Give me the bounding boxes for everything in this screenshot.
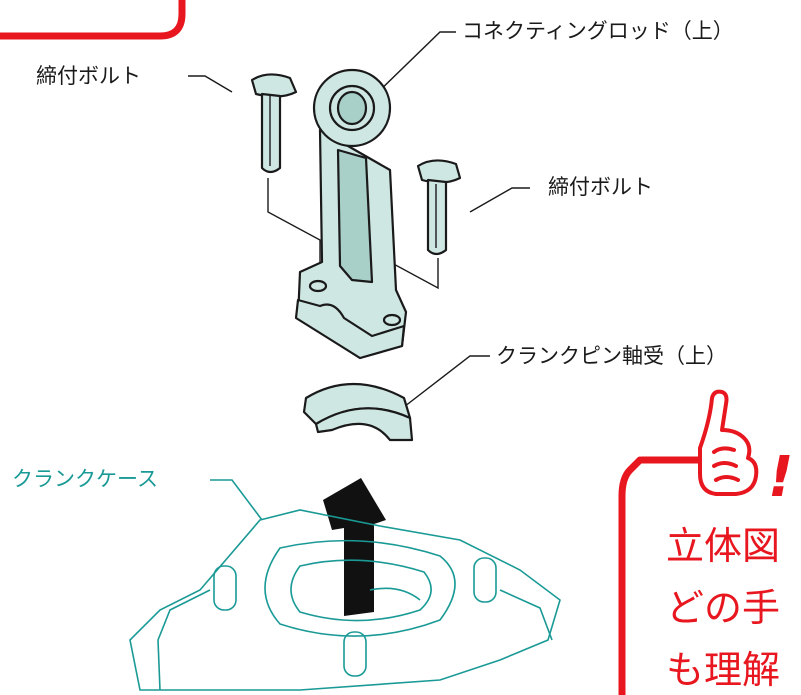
callout-frame	[618, 456, 644, 695]
bolt-guide-left	[267, 178, 321, 276]
label-bearing-upper: クランクピン軸受（上）	[496, 344, 727, 368]
label-conrod-upper: コネクティングロッド（上）	[462, 19, 734, 43]
top-red-frame	[0, 0, 186, 40]
label-bolt-left: 締付ボルト	[36, 64, 141, 88]
conrod-upper	[294, 68, 408, 360]
leader-conrod	[371, 31, 456, 99]
callout-mark: !	[768, 445, 794, 510]
leader-bolt-left	[188, 75, 233, 93]
callout-line-2: どの手	[666, 586, 781, 630]
leader-bearing	[399, 355, 490, 411]
bolt-left	[250, 73, 298, 174]
callout-line-1: 立体図	[666, 524, 781, 568]
bolt-right	[416, 159, 462, 256]
teal-leader-crankcase	[210, 479, 263, 521]
crankcase	[129, 509, 561, 691]
callout-line-3: も理解	[666, 648, 781, 692]
label-bolt-right: 締付ボルト	[548, 175, 653, 199]
leader-bolt-right	[469, 187, 530, 213]
pointing-hand-icon	[698, 389, 759, 496]
label-crankcase: クランクケース	[12, 467, 158, 491]
upward-arrow	[323, 478, 386, 616]
bearing-upper	[302, 383, 414, 442]
